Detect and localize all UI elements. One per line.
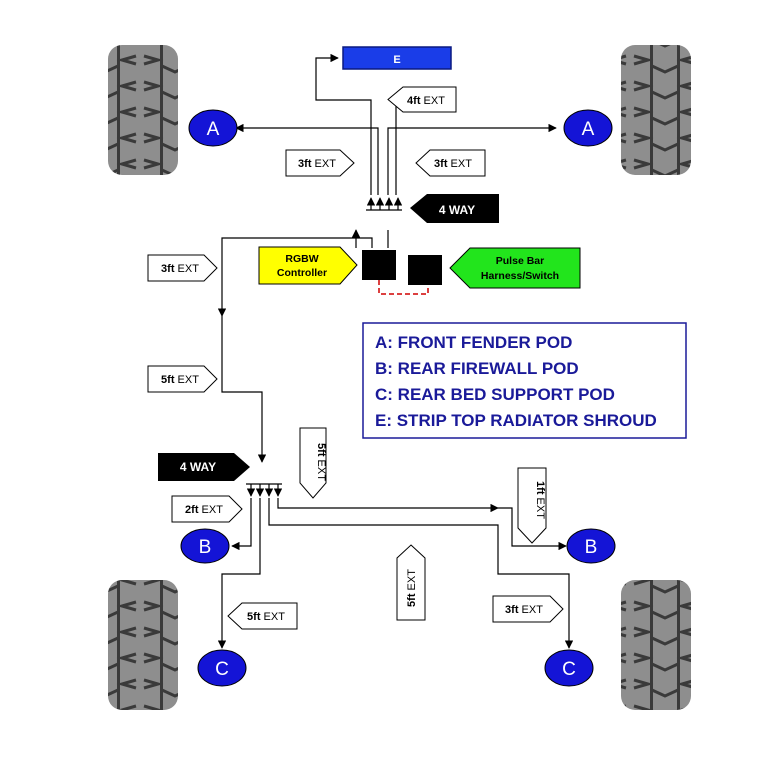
ext-tag-4ft-top: 4ft EXT bbox=[387, 86, 457, 113]
four-way-top-label: 4 WAY bbox=[439, 203, 475, 217]
pod-a-left: A bbox=[188, 109, 238, 147]
ext-3ft-tr-unit: EXT bbox=[448, 158, 473, 170]
ext-5ft-bl-num: 5ft bbox=[247, 611, 261, 623]
ext-4ft-top-num: 4ft bbox=[407, 95, 421, 107]
ext-tag-3ft-top-left: 3ft EXT bbox=[285, 149, 355, 177]
tire-front-left bbox=[108, 45, 178, 175]
top-bar-e-label: E bbox=[393, 54, 400, 66]
ext-5ft-vt-unit: EXT bbox=[315, 457, 327, 482]
svg-text:1ft EXT: 1ft EXT bbox=[534, 481, 546, 519]
ext-tag-1ft-vertical: 1ft EXT bbox=[517, 467, 547, 544]
svg-text:5ft EXT: 5ft EXT bbox=[161, 374, 199, 386]
svg-text:4ft EXT: 4ft EXT bbox=[407, 95, 445, 107]
tire-front-right bbox=[621, 45, 691, 175]
svg-text:5ft EXT: 5ft EXT bbox=[315, 443, 327, 481]
rgbw-label-shape bbox=[258, 246, 358, 285]
wire-left-branch bbox=[217, 237, 373, 317]
ext-1ft-unit: EXT bbox=[534, 495, 546, 520]
pod-b-left-label: B bbox=[199, 537, 212, 558]
svg-text:3ft EXT: 3ft EXT bbox=[434, 158, 472, 170]
ext-tag-5ft-left: 5ft EXT bbox=[147, 365, 218, 393]
ext-3ft-br-num: 3ft bbox=[505, 604, 519, 616]
pod-c-right: C bbox=[544, 649, 594, 687]
wire-to-e bbox=[315, 53, 372, 195]
ext-5ft-vb-num: 5ft bbox=[406, 593, 418, 607]
ext-3ft-tl-unit: EXT bbox=[312, 158, 337, 170]
ext-3ft-l-unit: EXT bbox=[175, 263, 200, 275]
ext-tag-3ft-top-right: 3ft EXT bbox=[415, 149, 486, 177]
ext-tag-5ft-vertical-top: 5ft EXT bbox=[299, 427, 327, 499]
ext-tag-2ft: 2ft EXT bbox=[171, 495, 243, 523]
ext-5ft-l-unit: EXT bbox=[175, 374, 200, 386]
legend-item-b: B: REAR FIREWALL POD bbox=[375, 359, 579, 378]
rgbw-label-line1: RGBW bbox=[285, 253, 318, 265]
svg-text:5ft EXT: 5ft EXT bbox=[247, 611, 285, 623]
wire-to-right-b bbox=[277, 498, 499, 513]
pod-a-right-label: A bbox=[582, 119, 595, 140]
ext-tag-5ft-vertical-bottom: 5ft EXT bbox=[396, 544, 426, 621]
ext-tag-3ft-bottom-right: 3ft EXT bbox=[492, 595, 564, 623]
wire-to-left-a bbox=[235, 123, 379, 195]
pulse-label-line1: Pulse Bar bbox=[496, 255, 544, 267]
four-way-top-shape bbox=[410, 194, 499, 223]
ext-5ft-vt-num: 5ft bbox=[315, 443, 327, 457]
ext-4ft-top-unit: EXT bbox=[421, 95, 446, 107]
pulse-label-shape bbox=[449, 247, 581, 289]
ext-3ft-tr-num: 3ft bbox=[434, 158, 448, 170]
ext-2ft-num: 2ft bbox=[185, 504, 199, 516]
ext-5ft-l-num: 5ft bbox=[161, 374, 175, 386]
wire-left-down bbox=[221, 316, 267, 463]
wire-right-b-tail bbox=[498, 507, 567, 551]
pod-c-left-label: C bbox=[215, 659, 229, 680]
pod-b-left: B bbox=[180, 528, 230, 564]
tire-rear-left bbox=[108, 580, 178, 710]
legend-item-e: E: STRIP TOP RADIATOR SHROUD bbox=[375, 411, 657, 430]
rgbw-label-line2: Controller bbox=[277, 267, 327, 279]
wire-to-left-b bbox=[231, 498, 252, 551]
ext-1ft-num: 1ft bbox=[534, 481, 546, 495]
ext-3ft-l-num: 3ft bbox=[161, 263, 175, 275]
legend-box bbox=[362, 322, 687, 439]
pod-a-left-label: A bbox=[207, 119, 220, 140]
legend-item-a: A: FRONT FENDER POD bbox=[375, 333, 572, 352]
legend-item-c: C: REAR BED SUPPORT POD bbox=[375, 385, 615, 404]
svg-text:3ft EXT: 3ft EXT bbox=[298, 158, 336, 170]
rgbw-controller-box bbox=[362, 250, 396, 280]
ext-5ft-bl-unit: EXT bbox=[261, 611, 286, 623]
four-way-bottom-shape bbox=[158, 453, 250, 481]
ext-tag-3ft-left: 3ft EXT bbox=[147, 254, 218, 282]
dashed-link bbox=[378, 280, 429, 295]
tire-rear-right bbox=[621, 580, 691, 710]
pulse-bar-box bbox=[408, 255, 442, 285]
pod-a-right: A bbox=[563, 109, 613, 147]
ext-3ft-tl-num: 3ft bbox=[298, 158, 312, 170]
ext-2ft-unit: EXT bbox=[199, 504, 224, 516]
ext-5ft-vb-unit: EXT bbox=[406, 569, 418, 594]
pod-c-left: C bbox=[197, 649, 247, 687]
svg-text:3ft EXT: 3ft EXT bbox=[505, 604, 543, 616]
wire-to-right-c bbox=[268, 498, 574, 649]
ext-3ft-br-unit: EXT bbox=[519, 604, 544, 616]
wire-to-left-c bbox=[217, 498, 261, 649]
pod-b-right: B bbox=[566, 528, 616, 564]
pulse-label-line2: Harness/Switch bbox=[481, 270, 559, 282]
wire-to-right-a bbox=[387, 123, 557, 195]
top-bar-e bbox=[342, 46, 452, 70]
pod-c-right-label: C bbox=[562, 659, 576, 680]
svg-text:3ft EXT: 3ft EXT bbox=[161, 263, 199, 275]
svg-text:5ft EXT: 5ft EXT bbox=[406, 569, 418, 607]
ext-tag-5ft-bottom-left: 5ft EXT bbox=[227, 602, 298, 630]
svg-text:2ft EXT: 2ft EXT bbox=[185, 504, 223, 516]
four-way-bottom-label: 4 WAY bbox=[180, 460, 216, 474]
pod-b-right-label: B bbox=[585, 537, 598, 558]
